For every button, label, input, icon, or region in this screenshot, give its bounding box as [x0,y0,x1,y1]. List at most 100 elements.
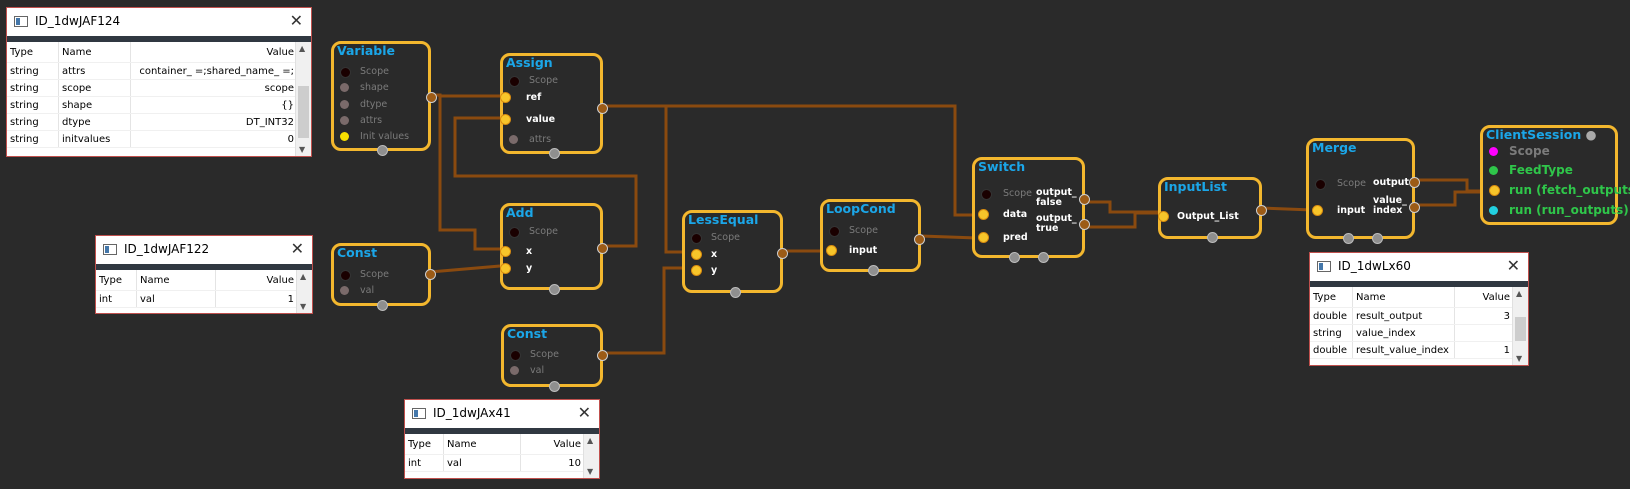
cell-value[interactable]: 3 [1454,307,1514,325]
port-x[interactable]: x [691,248,771,262]
node-assign[interactable]: Assign Scope ref value attrs [500,53,608,159]
bottom-connector[interactable] [377,145,388,156]
column-header[interactable]: Type [7,42,59,63]
column-header[interactable]: Type [96,270,137,291]
port-x[interactable]: x [500,245,580,259]
port-ref[interactable]: ref [500,91,590,105]
close-icon[interactable]: ✕ [290,239,304,258]
port-scope[interactable]: Scope [981,187,1041,201]
port-scope[interactable]: Scope [829,224,909,238]
node-const[interactable]: Const Scope val [501,324,608,392]
vertical-scrollbar[interactable]: ▲ ▼ [583,434,599,478]
bottom-connector[interactable] [1207,232,1218,243]
port-input[interactable]: input [1312,204,1372,218]
port-scope[interactable]: Scope [510,348,590,362]
port-scope[interactable]: Scope [1315,177,1375,191]
cell-value[interactable]: container_ =;shared_name_ =; [130,62,298,80]
bottom-connector[interactable] [868,265,879,276]
port-scope[interactable]: Scope [509,225,589,239]
bottom-connector[interactable] [1009,252,1020,263]
cell-value[interactable]: {} [130,96,298,114]
scroll-down-icon[interactable]: ▼ [1516,354,1523,363]
port-attrs[interactable]: attrs [509,133,589,147]
output-connector[interactable] [914,234,925,245]
bottom-connector[interactable] [1038,252,1049,263]
output-connector[interactable] [425,269,436,280]
column-header[interactable]: Name [136,270,216,291]
close-icon[interactable]: ✕ [1506,256,1520,275]
column-header[interactable]: Name [58,42,131,63]
node-inputlist[interactable]: InputList Output_List [1158,177,1267,243]
node-loopcond[interactable]: LoopCond Scope input [820,199,925,276]
close-icon[interactable]: ✕ [289,11,303,30]
port-value[interactable]: value [500,113,590,127]
port-pred[interactable]: pred [978,231,1038,245]
cell-value[interactable]: 10 [520,454,585,472]
port-attrs[interactable]: attrs [340,114,420,128]
cell-value[interactable]: 0 [130,130,298,148]
port-scope[interactable]: Scope [509,74,589,88]
node-clientsession[interactable]: ClientSession ● Scope FeedType run (fetc… [1480,125,1630,225]
output-connector[interactable] [1256,205,1267,216]
column-header[interactable]: Type [405,434,444,455]
port-shape[interactable]: shape [340,81,420,95]
scroll-up-icon[interactable]: ▲ [1516,289,1523,298]
column-header[interactable]: Value [215,270,298,291]
scroll-down-icon[interactable]: ▼ [300,302,307,311]
port-output-list[interactable]: Output_List [1158,210,1253,224]
value-index-connector[interactable] [1409,202,1420,213]
bottom-connector[interactable] [549,381,560,392]
node-variable[interactable]: Variable Scope shape dtype attrs Init va… [331,41,437,156]
scroll-down-icon[interactable]: ▼ [587,467,594,476]
node-add[interactable]: Add Scope x y [500,203,608,295]
column-header[interactable]: Value [1454,287,1514,308]
port-run-fetch[interactable]: run (fetch_outputs) [1489,184,1630,198]
port-dtype[interactable]: dtype [340,98,420,112]
cell-value[interactable]: 1 [1454,341,1514,359]
port-val[interactable]: val [340,284,420,298]
port-scope[interactable]: Scope [340,268,420,282]
port-y[interactable]: y [500,262,580,276]
node-lessequal[interactable]: LessEqual Scope x y [682,210,788,298]
port-run-outputs[interactable]: run (run_outputs) [1489,204,1629,218]
vertical-scrollbar[interactable]: ▲ ▼ [296,270,312,313]
close-icon[interactable]: ✕ [577,403,591,422]
port-scope[interactable]: Scope [1489,145,1609,159]
scroll-down-icon[interactable]: ▼ [299,145,306,154]
cell-value[interactable] [1454,324,1514,342]
output-connector[interactable] [597,103,608,114]
column-header[interactable]: Value [520,434,585,455]
port-input[interactable]: input [826,244,906,258]
output-connector[interactable] [1409,177,1420,188]
cell-value[interactable]: scope [130,79,298,97]
bottom-connector[interactable] [1372,233,1383,244]
window-titlebar[interactable]: ID_1dwJAF122 ✕ [96,236,312,264]
bottom-connector[interactable] [1343,233,1354,244]
scroll-thumb[interactable] [298,86,309,138]
window-titlebar[interactable]: ID_1dwLx60 ✕ [1310,253,1528,281]
scroll-up-icon[interactable]: ▲ [587,436,594,445]
window-titlebar[interactable]: ID_1dwJAx41 ✕ [405,400,599,428]
output-false-connector[interactable] [1079,194,1090,205]
output-connector[interactable] [597,243,608,254]
scroll-thumb[interactable] [1515,317,1526,341]
column-header[interactable]: Name [443,434,521,455]
node-const[interactable]: Const Scope val [331,243,436,311]
port-feedtype[interactable]: FeedType [1489,164,1609,178]
scroll-up-icon[interactable]: ▲ [299,44,306,53]
column-header[interactable]: Name [1352,287,1455,308]
window-titlebar[interactable]: ID_1dwJAF124 ✕ [7,8,311,36]
